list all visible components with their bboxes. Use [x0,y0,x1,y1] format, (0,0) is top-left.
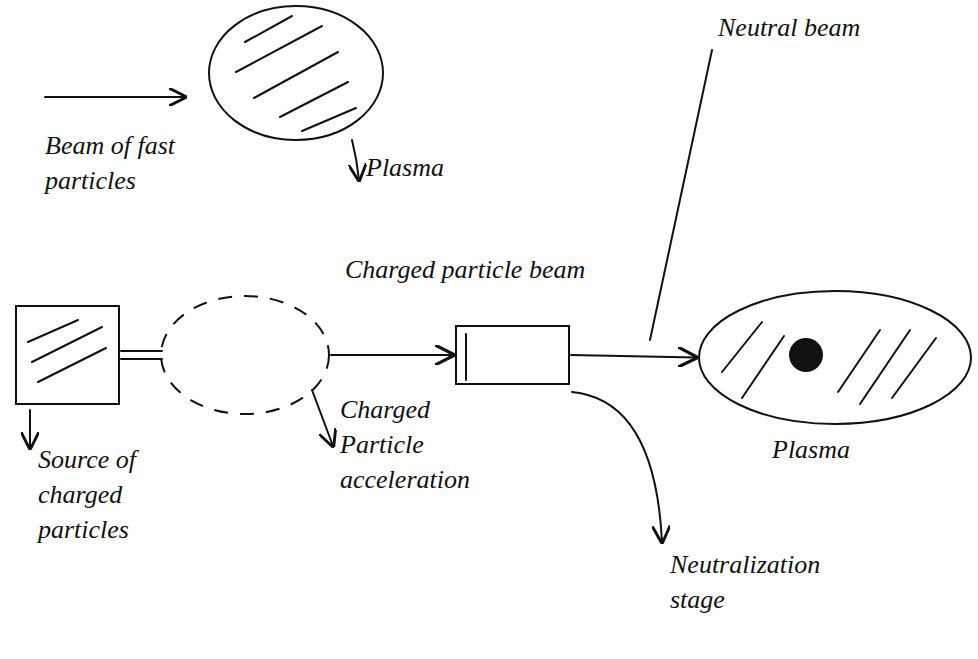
beam-arrow [331,354,453,356]
source-box: Source of charged particles [15,305,120,405]
beam-arrow [571,355,696,358]
ellipse-outline [208,5,384,141]
plasma-hatching [236,16,356,131]
double-line-connector [121,351,162,359]
callout-label: Source of charged particles [38,442,203,547]
callout-label: Plasma [772,432,942,467]
edge-label: Neutral beam [718,10,968,45]
callout-label: Charged Particle acceleration [340,392,520,497]
accelerator-ellipse: Charged Particle acceleration [160,295,330,415]
ellipse-shape [209,6,383,140]
beam-label: Beam of fast particles [45,128,240,198]
incoming-beam-arrow [45,96,185,98]
ellipse-outline [698,290,972,425]
stage-mark [465,334,467,380]
ellipse-outline [160,295,330,415]
leader-line [29,410,31,448]
plasma-hatching [722,322,936,404]
ellipse-shape [699,291,971,424]
ellipse-shape [161,296,329,414]
leader-line [650,50,712,340]
plasma-circle: Plasma [208,5,384,141]
edge-label: Charged particle beam [345,252,595,287]
leader-line [352,140,359,180]
plasma-core [789,338,823,372]
source-hatching [28,320,106,382]
leader-line [312,390,333,446]
neutralizer-box: Neutralization stage [455,325,570,385]
plasma-circle: Plasma [698,290,972,425]
callout-label: Plasma [366,150,506,185]
callout-label: Neutralization stage [670,547,880,617]
leader-line [572,392,662,542]
